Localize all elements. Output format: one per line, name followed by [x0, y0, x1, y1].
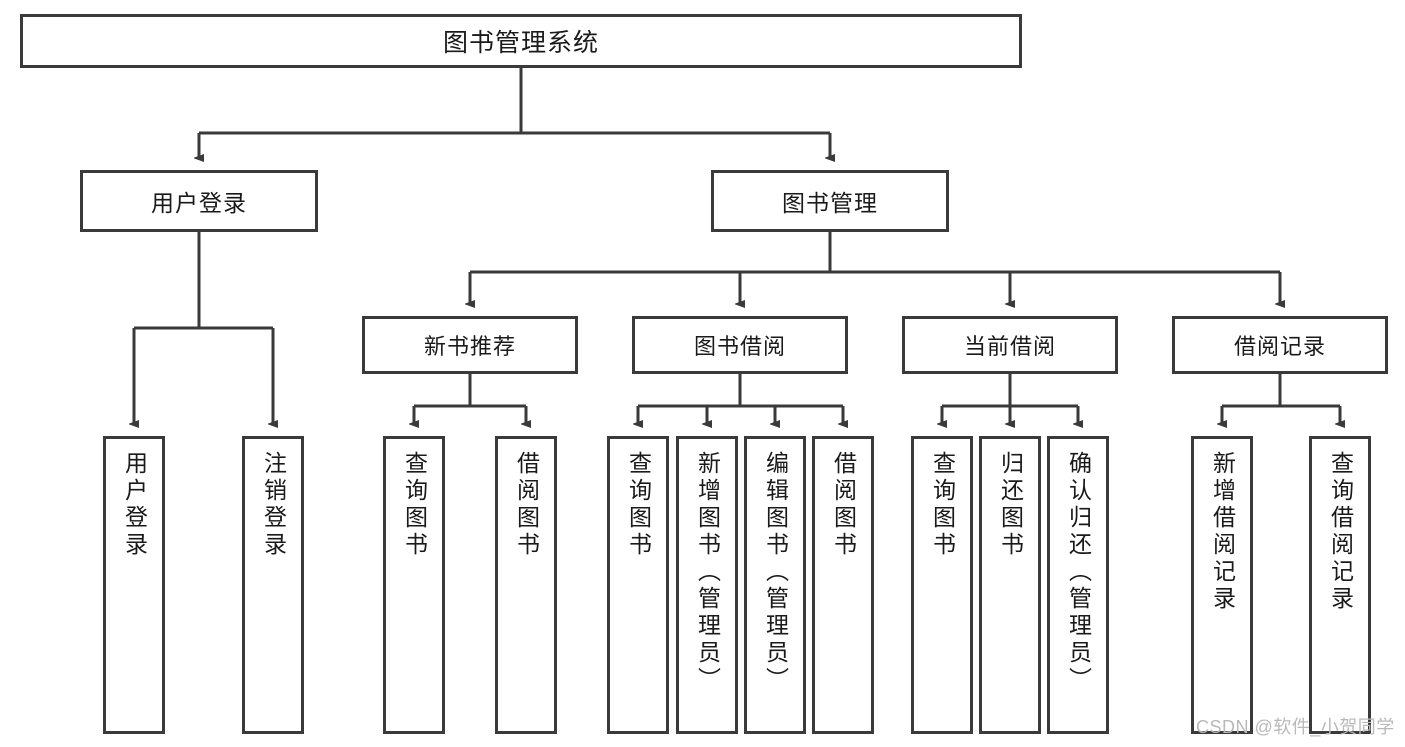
leaf-borrow-book-recommend-label: 借阅图书	[513, 451, 540, 559]
leaf-confirm-return[interactable]: 确认归还（管理员）	[1047, 436, 1109, 734]
leaf-borrow-book-recommend[interactable]: 借阅图书	[495, 436, 557, 734]
leaf-query-book-recommend-label: 查询图书	[401, 451, 428, 559]
csdn-watermark: CSDN @软件_小贺同学	[1196, 717, 1395, 737]
leaf-user-login[interactable]: 用户登录	[103, 436, 165, 734]
leaf-borrow-book-label: 借阅图书	[830, 451, 857, 559]
node-root[interactable]: 图书管理系统	[20, 14, 1022, 68]
leaf-query-book-borrow-label: 查询图书	[625, 451, 652, 559]
leaf-query-book-current[interactable]: 查询图书	[911, 436, 973, 734]
leaf-return-book-label: 归还图书	[997, 451, 1024, 559]
leaf-logout-label: 注销登录	[260, 451, 287, 559]
leaf-query-book-borrow[interactable]: 查询图书	[607, 436, 669, 734]
node-new-book-recommend-label: 新书推荐	[423, 334, 516, 359]
node-borrow-record-label: 借阅记录	[1233, 334, 1326, 359]
node-book-manage[interactable]: 图书管理	[711, 170, 949, 232]
node-borrow-record[interactable]: 借阅记录	[1172, 316, 1388, 374]
node-root-label: 图书管理系统	[442, 29, 599, 57]
node-current-borrow-label: 当前借阅	[963, 334, 1056, 359]
node-user-login-label: 用户登录	[151, 190, 247, 216]
node-current-borrow[interactable]: 当前借阅	[902, 316, 1118, 374]
leaf-add-book-label: 新增图书（管理员）	[694, 451, 721, 694]
leaf-add-borrow-record-label: 新增借阅记录	[1209, 451, 1236, 613]
leaf-query-book-current-label: 查询图书	[929, 451, 956, 559]
leaf-return-book[interactable]: 归还图书	[979, 436, 1041, 734]
leaf-query-book-recommend[interactable]: 查询图书	[383, 436, 445, 734]
leaf-add-borrow-record[interactable]: 新增借阅记录	[1191, 436, 1253, 734]
leaf-edit-book-label: 编辑图书（管理员）	[762, 451, 789, 694]
leaf-add-book[interactable]: 新增图书（管理员）	[676, 436, 738, 734]
leaf-query-borrow-record-label: 查询借阅记录	[1327, 451, 1354, 613]
node-book-borrow-label: 图书借阅	[693, 334, 786, 359]
leaf-confirm-return-label: 确认归还（管理员）	[1065, 451, 1092, 694]
leaf-logout[interactable]: 注销登录	[242, 436, 304, 734]
leaf-query-borrow-record[interactable]: 查询借阅记录	[1309, 436, 1371, 734]
node-user-login[interactable]: 用户登录	[80, 170, 318, 232]
leaf-edit-book[interactable]: 编辑图书（管理员）	[744, 436, 806, 734]
node-book-manage-label: 图书管理	[782, 190, 878, 216]
node-book-borrow[interactable]: 图书借阅	[632, 316, 848, 374]
leaf-borrow-book[interactable]: 借阅图书	[812, 436, 874, 734]
leaf-user-login-label: 用户登录	[121, 451, 148, 559]
node-new-book-recommend[interactable]: 新书推荐	[362, 316, 578, 374]
